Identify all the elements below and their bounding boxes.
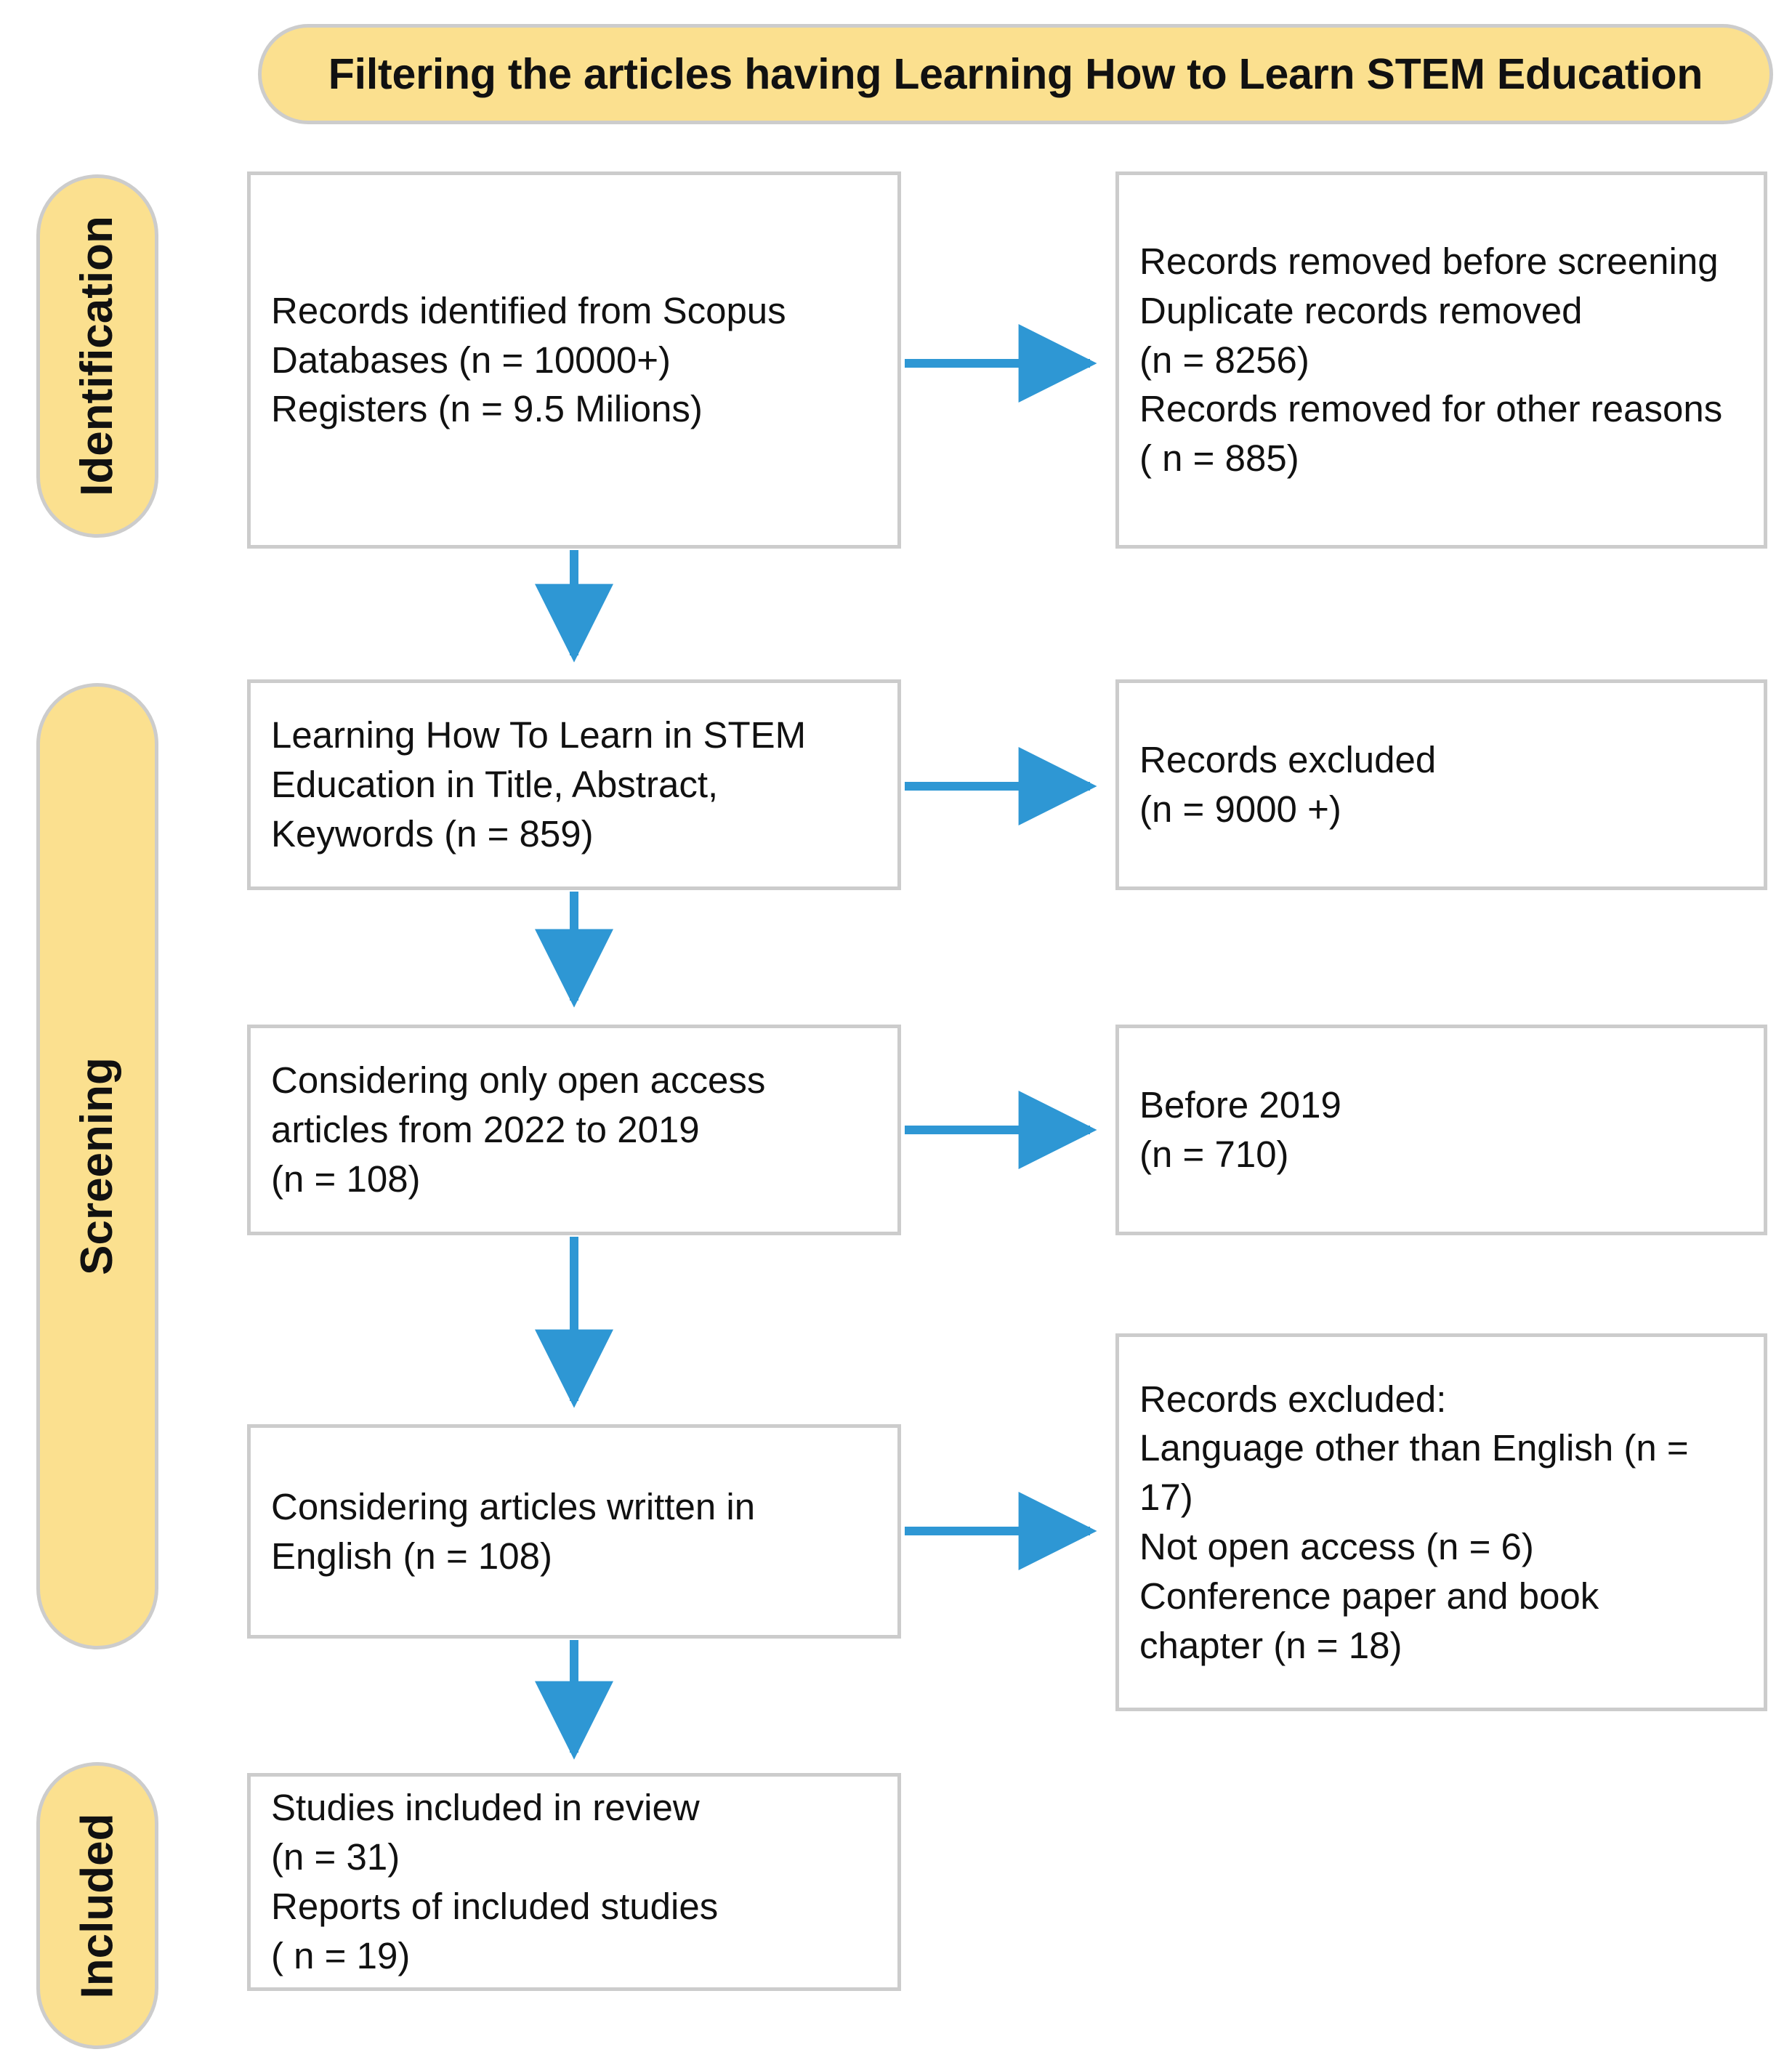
box-records-excluded: Records excluded (n = 9000 +) — [1115, 679, 1767, 890]
stage-label-included: Included — [36, 1762, 158, 2049]
box-records-removed-before-screening: Records removed before screening Duplica… — [1115, 171, 1767, 549]
box-line: Considering only open access — [271, 1059, 766, 1102]
box-line: Records removed for other reasons — [1139, 388, 1723, 430]
diagram-title-text: Filtering the articles having Learning H… — [328, 49, 1703, 98]
box-before-2019-excluded: Before 2019 (n = 710) — [1115, 1025, 1767, 1235]
box-line: Not open access (n = 6) — [1139, 1526, 1534, 1567]
box-line: chapter (n = 18) — [1139, 1624, 1402, 1666]
box-line: (n = 9000 +) — [1139, 788, 1341, 830]
box-keyword-screening: Learning How To Learn in STEM Education … — [247, 679, 901, 890]
box-line: Records excluded: — [1139, 1378, 1447, 1420]
box-line: articles from 2022 to 2019 — [271, 1109, 700, 1151]
box-line: (n = 108) — [271, 1158, 421, 1200]
stage-label-screening-text: Screening — [72, 1057, 122, 1275]
diagram-title-banner: Filtering the articles having Learning H… — [258, 24, 1773, 124]
box-line: (n = 31) — [271, 1836, 400, 1878]
box-line: (n = 8256) — [1139, 339, 1309, 381]
box-line: ( n = 885) — [1139, 437, 1299, 480]
box-line: Before 2019 — [1139, 1084, 1341, 1126]
box-line: Considering articles written in — [271, 1485, 756, 1527]
box-records-excluded-with-reasons: Records excluded: Language other than En… — [1115, 1333, 1767, 1711]
box-line: Language other than English (n = — [1139, 1427, 1689, 1469]
box-line: Databases (n = 10000+) — [271, 339, 671, 381]
stage-label-screening: Screening — [36, 683, 158, 1649]
box-line: Duplicate records removed — [1139, 289, 1583, 331]
box-line: Keywords (n = 859) — [271, 812, 594, 855]
box-line: Reports of included studies — [271, 1886, 719, 1927]
box-line: Conference paper and book — [1139, 1575, 1599, 1617]
box-line: Learning How To Learn in STEM — [271, 714, 807, 756]
box-line: English (n = 108) — [271, 1535, 552, 1577]
box-line: Education in Title, Abstract, — [271, 764, 719, 806]
box-line: Records excluded — [1139, 739, 1437, 781]
box-line: (n = 710) — [1139, 1134, 1289, 1175]
box-line: Studies included in review — [271, 1787, 700, 1829]
box-open-access-filter: Considering only open access articles fr… — [247, 1025, 901, 1235]
box-records-identified: Records identified from Scopus Databases… — [247, 171, 901, 549]
box-english-language-filter: Considering articles written in English … — [247, 1424, 901, 1639]
stage-label-included-text: Included — [72, 1813, 122, 1998]
box-line: Records removed before screening — [1139, 240, 1719, 282]
stage-label-identification-text: Identification — [72, 216, 122, 496]
box-line: Registers (n = 9.5 Milions) — [271, 388, 703, 430]
box-studies-included-in-review: Studies included in review (n = 31) Repo… — [247, 1773, 901, 1991]
box-line: 17) — [1139, 1477, 1193, 1519]
box-line: ( n = 19) — [271, 1934, 411, 1976]
stage-label-identification: Identification — [36, 174, 158, 538]
box-line: Records identified from Scopus — [271, 289, 786, 331]
